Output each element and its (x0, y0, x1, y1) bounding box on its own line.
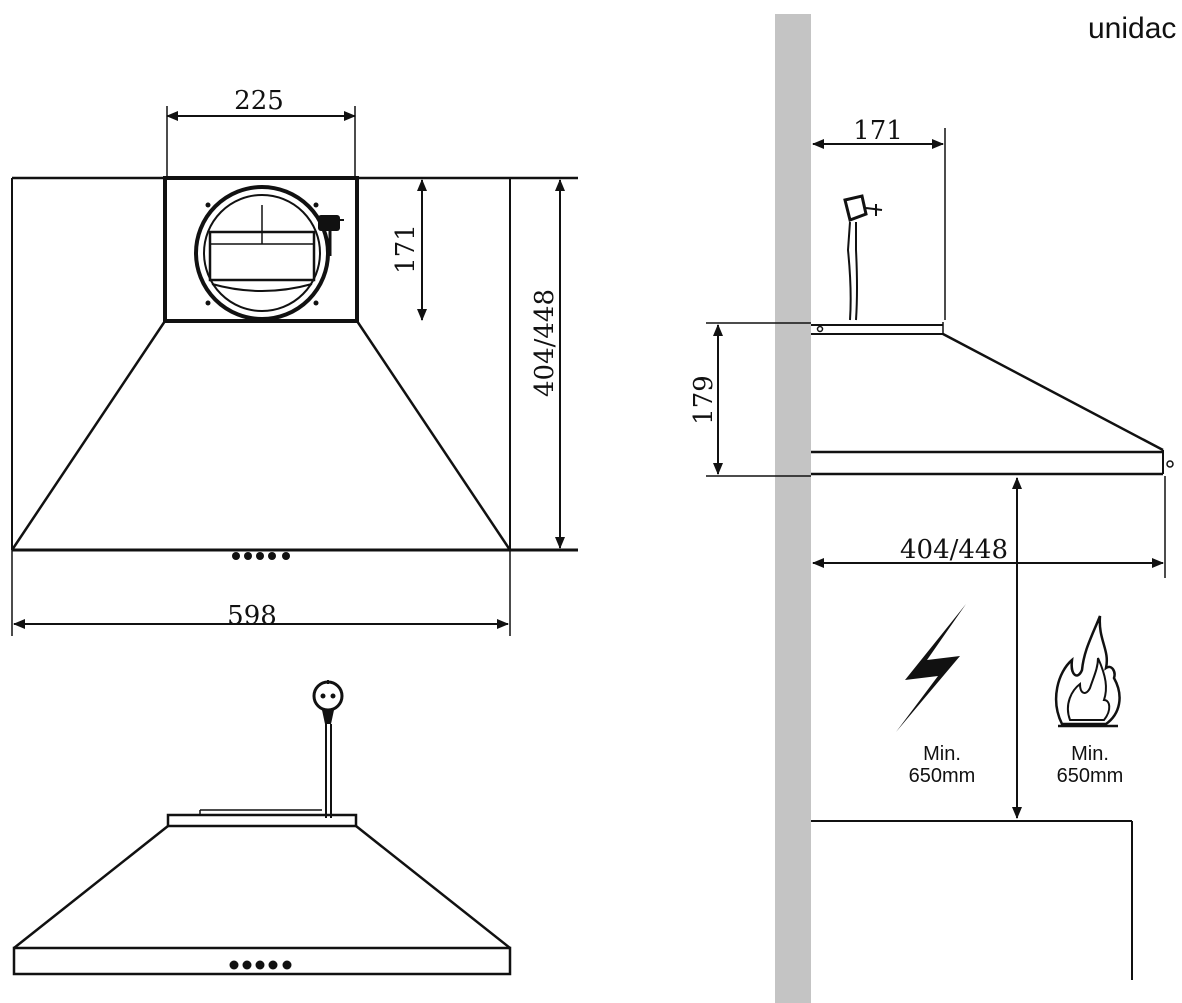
dim-body-height: 179 (689, 375, 719, 425)
rear-view (12, 680, 512, 976)
side-view: 171 179 404/448 (689, 14, 1174, 1003)
flame-icon (1054, 615, 1121, 728)
dim-outlet-width: 225 (234, 86, 284, 116)
control-buttons (229, 960, 292, 970)
dim-total-height: 404/448 (530, 289, 560, 397)
dim-top-depth: 171 (853, 116, 903, 146)
outlet-flange-icon (194, 185, 330, 321)
gas-clearance-value: 650mm (1057, 765, 1124, 787)
electric-clearance-min: Min. (923, 743, 961, 765)
lightning-bolt-icon (896, 604, 966, 732)
gas-clearance-min: Min. (1071, 743, 1109, 765)
dim-depth: 404/448 (900, 535, 1008, 565)
dim-outlet-height: 171 (391, 224, 421, 274)
power-plug-icon (318, 215, 344, 256)
power-plug-icon (843, 194, 883, 321)
front-view: 225 171 404/448 598 (10, 86, 578, 636)
power-plug-icon (312, 680, 344, 818)
dim-total-width: 598 (227, 601, 277, 631)
unit-label: unidac (1088, 12, 1176, 45)
control-buttons (232, 552, 290, 560)
wall (775, 14, 811, 1003)
electric-clearance-value: 650mm (909, 765, 976, 787)
